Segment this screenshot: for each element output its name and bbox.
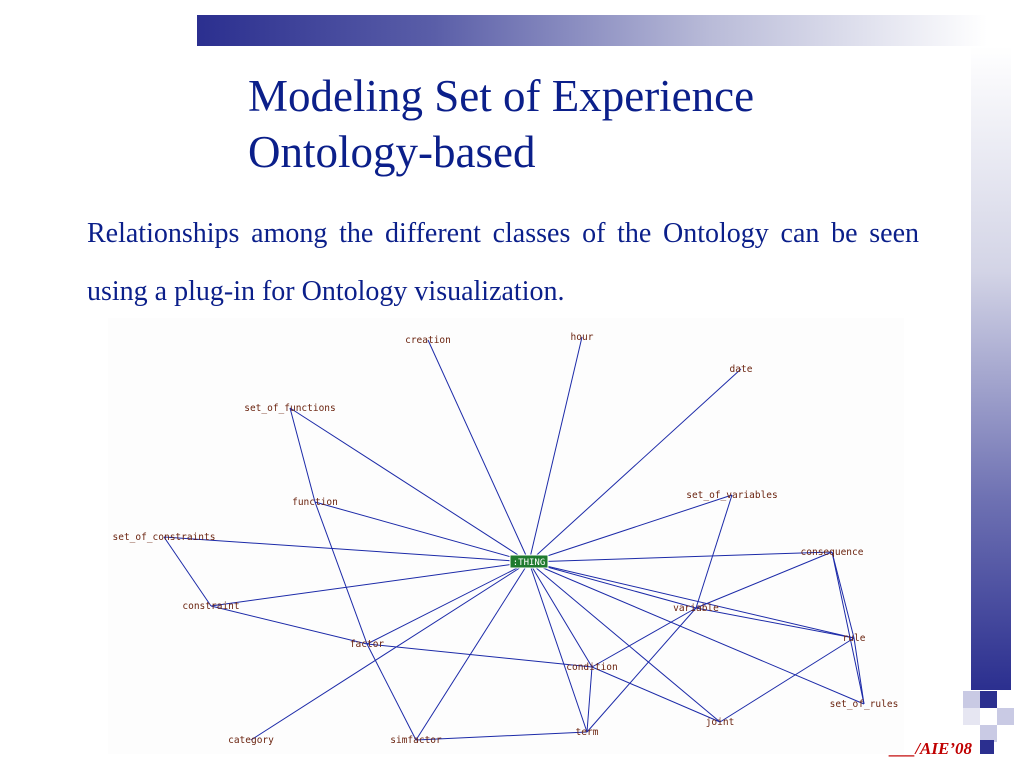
edge-thing-consequence bbox=[528, 551, 833, 563]
node-set_of_constraints[interactable]: set_of_constraints bbox=[113, 532, 216, 543]
node-set_of_rules[interactable]: set_of_rules bbox=[830, 699, 899, 710]
title-line-1: Modeling Set of Experience bbox=[248, 71, 755, 121]
edge-thing-hour bbox=[528, 336, 583, 563]
edge-constraint-factor bbox=[210, 605, 368, 645]
edge-variable-rule bbox=[695, 607, 855, 639]
edge-rule-set_of_rules bbox=[853, 637, 865, 705]
edge-thing-factor bbox=[366, 561, 530, 645]
edge-thing-variable bbox=[528, 561, 697, 609]
title-line-2: Ontology-based bbox=[248, 127, 536, 177]
slide-title: Modeling Set of Experience Ontology-base… bbox=[248, 68, 948, 180]
node-set_of_variables[interactable]: set_of_variables bbox=[686, 490, 778, 501]
node-creation[interactable]: creation bbox=[405, 335, 451, 346]
edge-variable-condition bbox=[591, 607, 697, 668]
edge-set_of_functions-function bbox=[289, 407, 316, 503]
top-gradient-bar bbox=[197, 15, 987, 46]
graph-nodes: creation hour date set_of_functions set_of_v… bbox=[113, 332, 899, 746]
edge-thing-date bbox=[528, 368, 742, 563]
edge-thing-function bbox=[314, 501, 530, 563]
node-rule[interactable]: rule bbox=[843, 633, 866, 644]
edge-thing-set_of_functions bbox=[289, 407, 530, 563]
node-constraint[interactable]: constraint bbox=[182, 601, 239, 612]
edge-function-factor bbox=[314, 501, 368, 645]
node-term[interactable]: term bbox=[576, 727, 599, 738]
edge-rule-joint bbox=[719, 637, 855, 723]
node-hour[interactable]: hour bbox=[571, 332, 594, 343]
node-consequence[interactable]: consequence bbox=[801, 547, 864, 558]
node-date[interactable]: date bbox=[730, 364, 753, 375]
edge-factor-condition bbox=[366, 643, 593, 668]
edge-consequence-rule bbox=[831, 551, 855, 639]
edge-thing-creation bbox=[427, 339, 530, 563]
edge-simfactor-term bbox=[415, 731, 588, 741]
footer-label: ___/AIE’08 bbox=[889, 739, 972, 758]
edge-thing-set_of_constraints bbox=[163, 536, 530, 563]
edge-thing-set_of_variables bbox=[528, 494, 733, 563]
right-gradient-bar bbox=[971, 46, 1011, 690]
edge-variable-consequence bbox=[695, 551, 833, 609]
body-paragraph: Relationships among the different classe… bbox=[87, 218, 919, 307]
node-variable[interactable]: variable bbox=[673, 603, 719, 614]
node-set_of_functions[interactable]: set_of_functions bbox=[244, 403, 336, 414]
edge-set_of_variables-variable bbox=[695, 494, 733, 609]
node-category[interactable]: category bbox=[228, 735, 274, 746]
edge-thing-constraint bbox=[210, 561, 530, 607]
edge-factor-simfactor bbox=[366, 643, 417, 741]
edge-variable-term bbox=[586, 607, 697, 733]
node-condition[interactable]: condition bbox=[566, 662, 617, 673]
edge-thing-term bbox=[528, 561, 588, 733]
edge-condition-term bbox=[586, 666, 593, 733]
node-factor[interactable]: factor bbox=[350, 639, 385, 650]
svg-text::THING: :THING bbox=[513, 558, 546, 568]
edge-set_of_constraints-constraint bbox=[163, 536, 212, 607]
edge-thing-set_of_rules bbox=[528, 561, 865, 705]
ontology-graph: creation hour date set_of_functions set_of_v… bbox=[108, 318, 904, 754]
edge-condition-joint bbox=[591, 666, 721, 723]
edge-consequence-set_of_rules bbox=[831, 551, 865, 705]
node-function[interactable]: function bbox=[292, 497, 338, 508]
edge-thing-simfactor bbox=[415, 561, 530, 741]
edge-thing-condition bbox=[528, 561, 593, 668]
edge-thing-rule bbox=[528, 561, 855, 639]
graph-edges bbox=[163, 336, 865, 741]
node-joint[interactable]: joint bbox=[706, 717, 735, 728]
node-root-thing[interactable]: :THING bbox=[509, 554, 549, 569]
node-simfactor[interactable]: simfactor bbox=[390, 735, 442, 746]
edge-thing-category bbox=[250, 561, 530, 741]
edge-thing-joint bbox=[528, 561, 721, 723]
